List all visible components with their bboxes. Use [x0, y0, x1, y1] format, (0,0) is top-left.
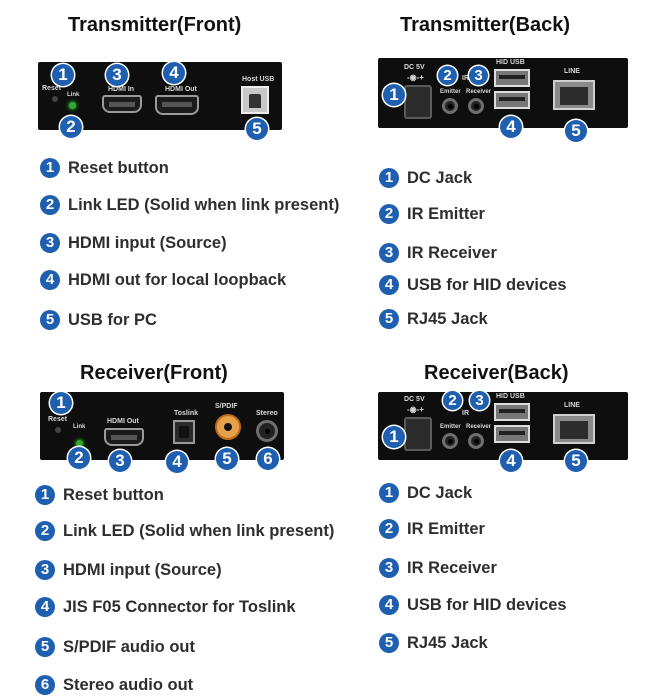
tx-back-dc-label: DC 5V [404, 64, 425, 71]
rx-back-title: Receiver(Back) [424, 362, 569, 384]
tx-front-badge-2: 2 [60, 116, 82, 138]
rx-front-hdmi-out-label: HDMI Out [107, 418, 139, 425]
rx-back-usb-port-top [494, 403, 530, 421]
tx-back-panel: DC 5V -◉-+ IR Emitter Receiver HID USB L… [378, 58, 628, 128]
dc-polarity-icon: -◉-+ [407, 73, 424, 82]
rx-back-line-label: LINE [564, 402, 580, 409]
tx-front-badge-4: 4 [163, 62, 185, 84]
tx-back-badge-2: 2 [438, 66, 457, 85]
rx-back-ir-receiver-jack [468, 433, 484, 449]
rx-front-title: Receiver(Front) [80, 362, 228, 384]
rx-front-stereo-label: Stereo [256, 410, 278, 417]
tx-front-hdmi-out-label: HDMI Out [165, 86, 197, 93]
rx-front-badge-5: 5 [216, 448, 238, 470]
tx-front-link-led [69, 102, 76, 109]
rx-back-dc-jack [404, 417, 432, 451]
rx-back-ir-emitter-jack [442, 433, 458, 449]
tx-back-usb-port-top [494, 69, 530, 87]
rx-back-rj45-port [553, 414, 595, 444]
tx-back-badge-1: 1 [383, 84, 405, 106]
rx-front-badge-4: 4 [166, 451, 188, 473]
rx-front-stereo-jack [256, 420, 278, 442]
dc-polarity-icon: -◉-+ [407, 405, 424, 414]
tx-back-rj45-port [553, 80, 595, 110]
rx-back-receiver-label: Receiver [466, 424, 492, 430]
rx-front-link-led [76, 440, 83, 447]
tx-back-badge-3: 3 [469, 66, 488, 85]
tx-front-badge-5: 5 [246, 118, 268, 140]
tx-back-dc-jack [404, 85, 432, 119]
rx-back-panel: DC 5V -◉-+ IR Emitter Receiver HID USB L… [378, 392, 628, 460]
rx-back-badge-3: 3 [470, 391, 489, 410]
rx-back-badge-2: 2 [443, 391, 462, 410]
rx-back-hid-usb-label: HID USB [496, 393, 525, 400]
tx-back-ir-label: IR [462, 75, 469, 82]
tx-front-host-usb-label: Host USB [242, 76, 275, 83]
tx-back-usb-port-bottom [494, 91, 530, 109]
tx-front-reset-button [52, 96, 58, 102]
tx-front-hdmi-in-label: HDMI In [108, 86, 135, 93]
rx-front-reset-button [55, 427, 61, 433]
rx-front-badge-1: 1 [50, 392, 72, 414]
tx-front-usb-port [241, 86, 269, 114]
rx-back-dc-label: DC 5V [404, 396, 425, 403]
rx-front-badge-2: 2 [68, 447, 90, 469]
tx-back-badge-4: 4 [500, 116, 522, 138]
rx-front-toslink-port [173, 420, 195, 444]
tx-front-hdmi-in-port [102, 95, 142, 113]
rx-back-badge-5: 5 [565, 450, 587, 472]
rx-back-emitter-label: Emitter [440, 424, 461, 430]
rx-front-hdmi-port [104, 428, 144, 446]
rx-front-spdif-label: S/PDIF [215, 403, 238, 410]
rx-back-badge-4: 4 [500, 450, 522, 472]
tx-front-title: Transmitter(Front) [68, 14, 242, 36]
rx-back-usb-port-bottom [494, 425, 530, 443]
tx-back-emitter-label: Emitter [440, 89, 461, 95]
tx-front-badge-1: 1 [52, 64, 74, 86]
rx-front-badge-3: 3 [109, 450, 131, 472]
tx-front-badge-3: 3 [106, 64, 128, 86]
tx-front-reset-label: Reset [42, 85, 62, 92]
tx-back-line-label: LINE [564, 68, 580, 75]
tx-back-title: Transmitter(Back) [400, 14, 571, 36]
tx-front-hdmi-out-port [155, 95, 199, 115]
tx-front-link-label: Link [67, 92, 80, 98]
rx-back-badge-1: 1 [383, 426, 405, 448]
tx-back-badge-5: 5 [565, 120, 587, 142]
tx-back-ir-emitter-jack [442, 98, 458, 114]
tx-back-receiver-label: Receiver [466, 89, 492, 95]
rx-front-reset-label: Reset [48, 416, 68, 423]
rx-front-badge-6: 6 [257, 448, 279, 470]
rx-front-spdif-port [215, 414, 241, 440]
rx-front-toslink-label: Toslink [174, 410, 198, 417]
tx-back-hid-usb-label: HID USB [496, 59, 525, 66]
rx-back-ir-label: IR [462, 410, 469, 417]
tx-back-ir-receiver-jack [468, 98, 484, 114]
rx-front-link-label: Link [73, 424, 86, 430]
